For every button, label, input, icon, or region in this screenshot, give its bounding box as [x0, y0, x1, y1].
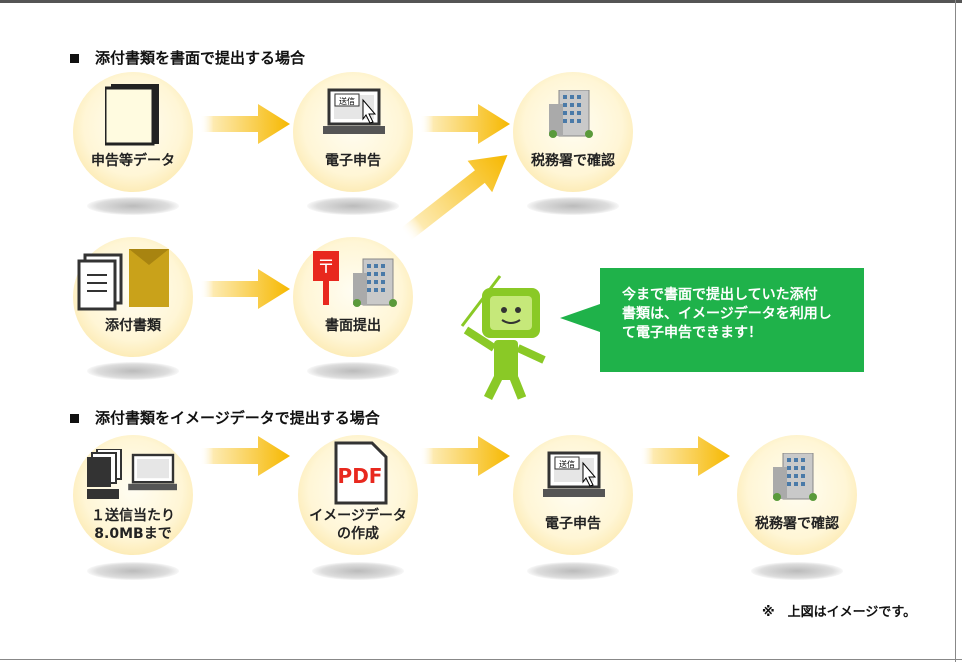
node-label: 書面提出 [325, 318, 381, 334]
node-label: 申告等データ [91, 153, 175, 169]
node-shadow [87, 562, 179, 580]
arrow-right-icon [420, 104, 510, 144]
arrow-right-icon [200, 436, 290, 476]
node-attachments: 添付書類 [73, 237, 193, 357]
node-label: 電子申告 [545, 516, 601, 532]
bullet-square-icon [70, 414, 79, 423]
tax-office-building-icon [549, 90, 594, 139]
node-shadow [527, 197, 619, 215]
node-e-filing-image: 送信 電子申告 [513, 435, 633, 555]
send-button-label: 送信 [559, 459, 575, 469]
arrow-right-icon [200, 104, 290, 144]
arrow-right-icon [640, 436, 730, 476]
node-label: の作成 [337, 526, 379, 542]
pdf-label: PDF [338, 464, 383, 488]
bubble-text-line: 今まで書面で提出していた添付 [622, 287, 818, 303]
node-label: 電子申告 [325, 153, 381, 169]
node-label: 添付書類 [105, 318, 161, 334]
speech-bubble: 今まで書面で提出していた添付 書類は、イメージデータを利用し て電子申告できます… [560, 268, 864, 372]
node-label: 税務署で確認 [531, 153, 615, 169]
section-heading-image: 添付書類をイメージデータで提出する場合 [70, 407, 380, 428]
send-button-label: 送信 [339, 96, 355, 106]
node-e-filing: 送信 電子申告 [293, 72, 413, 192]
bubble-text-line: て電子申告できます！ [622, 325, 762, 341]
arrow-diagonal-icon [400, 154, 508, 242]
arrow-right-icon [420, 436, 510, 476]
node-return-data: 申告等データ [73, 72, 193, 192]
node-tax-office-check: 税務署で確認 [513, 72, 633, 192]
node-paper-submission: 〒 書面提出 [293, 237, 413, 357]
node-shadow [87, 197, 179, 215]
arrow-right-icon [200, 269, 290, 309]
node-shadow [751, 562, 843, 580]
image-disclaimer-note: ※ 上図はイメージです。 [762, 605, 917, 620]
bubble-text-line: 書類は、イメージデータを利用し [622, 306, 832, 322]
heading-text: 添付書類を書面で提出する場合 [95, 49, 306, 67]
node-tax-office-check-image: 税務署で確認 [737, 435, 857, 555]
postbox-building-icon: 〒 [313, 251, 398, 308]
node-shadow [307, 197, 399, 215]
node-label: イメージデータ [309, 508, 407, 524]
mascot-character-icon [460, 275, 546, 401]
node-shadow [307, 362, 399, 380]
heading-text: 添付書類をイメージデータで提出する場合 [95, 409, 380, 427]
bullet-square-icon [70, 54, 79, 63]
tax-office-building-icon [773, 453, 818, 502]
node-shadow [312, 562, 404, 580]
node-create-image-data: PDF イメージデータ の作成 [298, 435, 418, 555]
page-border [955, 0, 956, 662]
node-label: 税務署で確認 [755, 516, 839, 532]
node-shadow [87, 362, 179, 380]
computer-send-icon: 送信 [543, 451, 605, 499]
node-shadow [527, 562, 619, 580]
pdf-document-icon: PDF [334, 441, 388, 505]
computer-send-icon: 送信 [323, 88, 385, 136]
computers-icon [87, 449, 177, 499]
svg-text:〒: 〒 [317, 257, 335, 278]
node-label: １送信当たり [91, 508, 175, 524]
papers-envelope-icon [77, 249, 169, 311]
section-heading-paper: 添付書類を書面で提出する場合 [70, 47, 305, 68]
document-stack-icon [105, 84, 159, 146]
page-border-bottom [0, 659, 962, 660]
node-label: 8.0MBまで [94, 526, 172, 542]
node-size-limit: １送信当たり 8.0MBまで [73, 435, 193, 555]
window-top-bar [0, 0, 962, 3]
